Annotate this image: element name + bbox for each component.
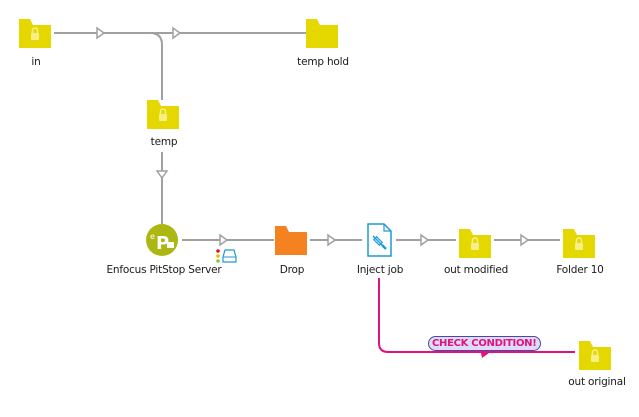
- svg-text:P: P: [156, 233, 169, 254]
- status-light-green: [216, 259, 220, 263]
- arrow-icon: [96, 26, 106, 40]
- arrow-icon: [420, 233, 430, 247]
- folder-icon-folder-10[interactable]: [563, 229, 595, 258]
- connection-in-temp-hold[interactable]: [54, 26, 306, 40]
- status-lights: [216, 249, 220, 263]
- node-label-drop[interactable]: Drop: [279, 264, 305, 276]
- status-light-yellow: [216, 254, 220, 258]
- connection-inject-out-modified[interactable]: [396, 233, 456, 247]
- node-label-out-modified[interactable]: out modified: [443, 264, 509, 276]
- folder-icon-in[interactable]: [19, 19, 51, 48]
- connection-in-temp[interactable]: [149, 32, 163, 100]
- connection-inject-out-original[interactable]: [378, 278, 575, 358]
- connection-drop-inject[interactable]: [310, 233, 362, 247]
- server-icon[interactable]: [222, 249, 237, 263]
- arrow-icon: [219, 233, 229, 247]
- arrow-icon: [481, 353, 489, 358]
- folder-icon-temp-hold[interactable]: [306, 19, 338, 48]
- arrow-icon: [327, 233, 337, 247]
- node-label-folder-10[interactable]: Folder 10: [556, 264, 604, 276]
- node-label-out-original[interactable]: out original: [568, 376, 626, 388]
- connection-pitstop-drop[interactable]: [182, 233, 274, 247]
- connection-temp-pitstop[interactable]: [155, 152, 169, 224]
- connection-out-modified-folder-10[interactable]: [494, 233, 560, 247]
- status-light-red: [216, 249, 220, 253]
- syringe-icon: [372, 235, 387, 250]
- folder-icon-out-original[interactable]: [579, 341, 611, 370]
- warning-badge-check-condition[interactable]: CHECK CONDITION!: [428, 336, 541, 351]
- node-label-temp[interactable]: temp: [150, 136, 178, 148]
- folder-icon-temp[interactable]: [147, 100, 179, 129]
- inject-job-icon[interactable]: [367, 223, 392, 257]
- arrow-icon: [155, 170, 169, 180]
- arrow-icon: [520, 233, 530, 247]
- node-label-temp-hold[interactable]: temp hold: [297, 56, 349, 68]
- arrow-icon: [172, 26, 182, 40]
- node-label-in[interactable]: in: [31, 56, 41, 68]
- svg-text:e: e: [150, 232, 155, 241]
- node-label-pitstop[interactable]: Enfocus PitStop Server: [106, 264, 222, 276]
- folder-icon-out-modified[interactable]: [459, 229, 491, 258]
- pitstop-server-icon[interactable]: e P: [146, 224, 178, 256]
- folder-icon-drop[interactable]: [275, 226, 307, 255]
- node-label-inject-job[interactable]: Inject job: [356, 264, 404, 276]
